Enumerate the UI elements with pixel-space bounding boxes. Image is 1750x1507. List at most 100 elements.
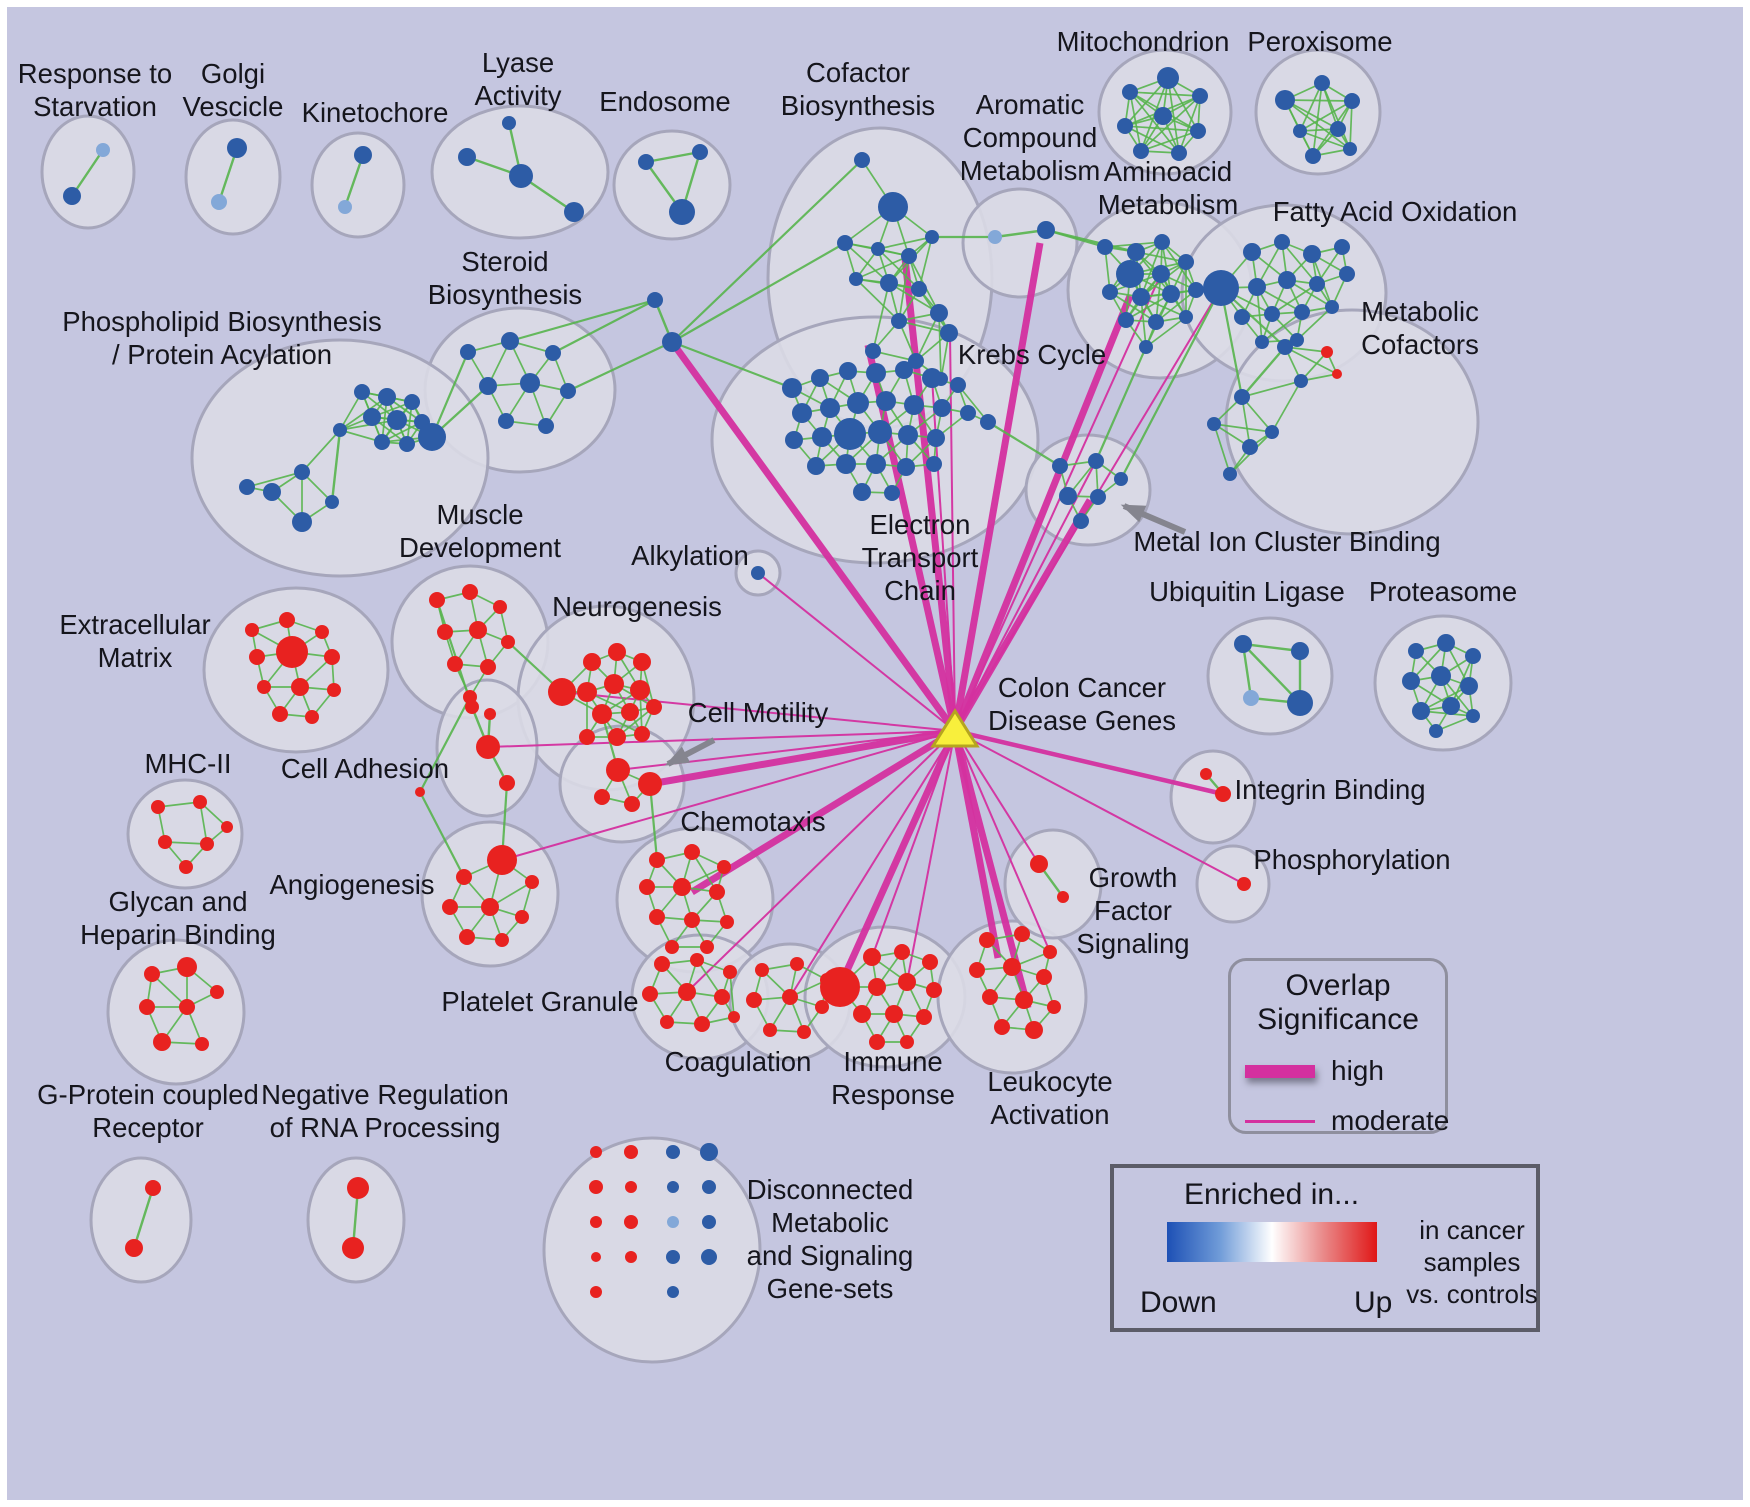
hub-overlap-edge <box>949 332 956 732</box>
immune-response-node <box>922 954 938 970</box>
electron-transport-chain-node <box>904 395 924 415</box>
ubiquitin-ligase-label: Ubiquitin Ligase <box>1149 576 1345 607</box>
leukocyte-activation-node <box>969 962 985 978</box>
gene-set-edge <box>1281 241 1318 285</box>
gene-set-edge <box>1213 423 1273 433</box>
cell-adhesion-label: Cell Adhesion <box>281 753 449 784</box>
gene-set-edge <box>1219 287 1244 398</box>
gene-set-edge <box>552 299 656 354</box>
proteasome-node <box>1437 634 1455 652</box>
gene-set-edge <box>1045 228 1137 254</box>
electron-transport-chain-node <box>836 454 856 474</box>
peroxisome-node <box>1330 121 1346 137</box>
glycan-heparin-binding-node <box>144 966 160 982</box>
angiogenesis-node <box>442 899 458 915</box>
legend-overlap-title-line1: Overlap <box>1285 969 1391 1002</box>
gene-set-edge <box>1296 306 1333 341</box>
endosome-node <box>669 199 695 225</box>
angiogenesis-node <box>515 910 529 924</box>
cofactor-biosynthesis-node <box>925 230 939 244</box>
lyase-activity-node <box>509 164 533 188</box>
gene-set-edge <box>567 341 673 392</box>
gene-set-edge <box>71 149 104 197</box>
coagulation-node <box>746 992 762 1008</box>
chemotaxis-node <box>684 912 700 928</box>
electron-transport-chain-node <box>933 399 951 417</box>
leukocyte-activation-node <box>982 989 998 1005</box>
platelet-granule-node <box>642 986 658 1002</box>
hub-overlap-edge <box>954 287 1222 732</box>
g-protein-coupled-receptor-ellipse <box>89 1156 193 1284</box>
mhc-ii-node <box>193 795 207 809</box>
glycan-heparin-binding-node <box>139 999 155 1015</box>
kinetochore-node <box>338 200 352 214</box>
metabolic-cofactors-node <box>1223 467 1237 481</box>
disconnected-gene-sets-node <box>667 1286 679 1298</box>
gene-set-edge <box>1299 82 1323 132</box>
chemotaxis-node <box>649 909 665 925</box>
hub-overlap-edge <box>954 730 1040 865</box>
neurogenesis-node <box>583 653 601 671</box>
aminoacid-metabolism-node <box>1097 239 1113 255</box>
extracellular-matrix-node <box>291 678 309 696</box>
mhc-ii-node <box>179 860 193 874</box>
aminoacid-metabolism-node <box>1152 265 1170 283</box>
fatty-acid-oxidation-node <box>1290 333 1304 347</box>
gene-set-edge <box>1109 291 1157 323</box>
gene-set-edge <box>1242 642 1301 653</box>
extracellular-matrix-node <box>327 683 341 697</box>
metal-ion-cluster-binding-label: Metal Ion Cluster Binding <box>1133 526 1440 557</box>
fatty-acid-oxidation-node <box>1264 306 1280 322</box>
legend-item-high: high <box>1245 1055 1445 1087</box>
angiogenesis-node <box>525 875 539 889</box>
cofactor-biosynthesis-node <box>940 324 958 342</box>
extracellular-matrix-node <box>279 612 295 628</box>
muscle-development-node <box>429 592 445 608</box>
gene-set-edge <box>151 973 188 1008</box>
legend-item-moderate-label: moderate <box>1331 1105 1450 1136</box>
glycan-heparin-binding-ellipse <box>106 938 246 1086</box>
coagulation-label: Coagulation <box>665 1046 812 1077</box>
neurogenesis-node <box>577 682 597 702</box>
immune-response-node <box>869 1034 885 1050</box>
gene-set-edge <box>1167 77 1180 154</box>
disconnected-gene-sets-node <box>666 1250 680 1264</box>
chemotaxis-node <box>717 860 731 874</box>
leukocyte-activation-node <box>1015 991 1033 1009</box>
disconnected-gene-sets-node <box>625 1181 637 1193</box>
angiogenesis-label: Angiogenesis <box>269 869 434 900</box>
electron-transport-chain-node <box>922 368 942 388</box>
metal-ion-cluster-binding-ellipse <box>1024 433 1152 547</box>
alkylation-node <box>751 566 765 580</box>
legend-note-line1: in cancer <box>1419 1215 1525 1245</box>
cofactor-biosynthesis-node <box>865 343 881 359</box>
electron-transport-chain-node <box>926 456 942 472</box>
gene-set-edge <box>1140 95 1201 152</box>
gene-set-edge <box>509 298 656 343</box>
growth-factor-signaling-node <box>1030 855 1048 873</box>
integrin-binding-node <box>1215 786 1231 802</box>
peroxisome-node <box>1343 142 1357 156</box>
hub-overlap-edge <box>686 730 956 993</box>
gene-set-edge <box>671 159 863 343</box>
connector-node <box>647 292 663 308</box>
cofactor-biosynthesis-node <box>871 242 885 256</box>
proteasome-node <box>1460 677 1478 695</box>
coagulation-node <box>797 1025 811 1039</box>
electron-transport-chain-node <box>898 425 918 445</box>
fatty-acid-oxidation-node <box>1294 304 1310 320</box>
fatty-acid-oxidation-node <box>1334 239 1350 255</box>
extracellular-matrix-node <box>315 625 329 639</box>
neurogenesis-node <box>604 674 624 694</box>
leukocyte-activation-node <box>1003 958 1021 976</box>
proteasome-node <box>1431 666 1451 686</box>
metal-ion-cluster-binding-node <box>1114 472 1128 486</box>
gene-set-edge <box>1241 396 1251 448</box>
phosphorylation-ellipse <box>1195 844 1271 924</box>
